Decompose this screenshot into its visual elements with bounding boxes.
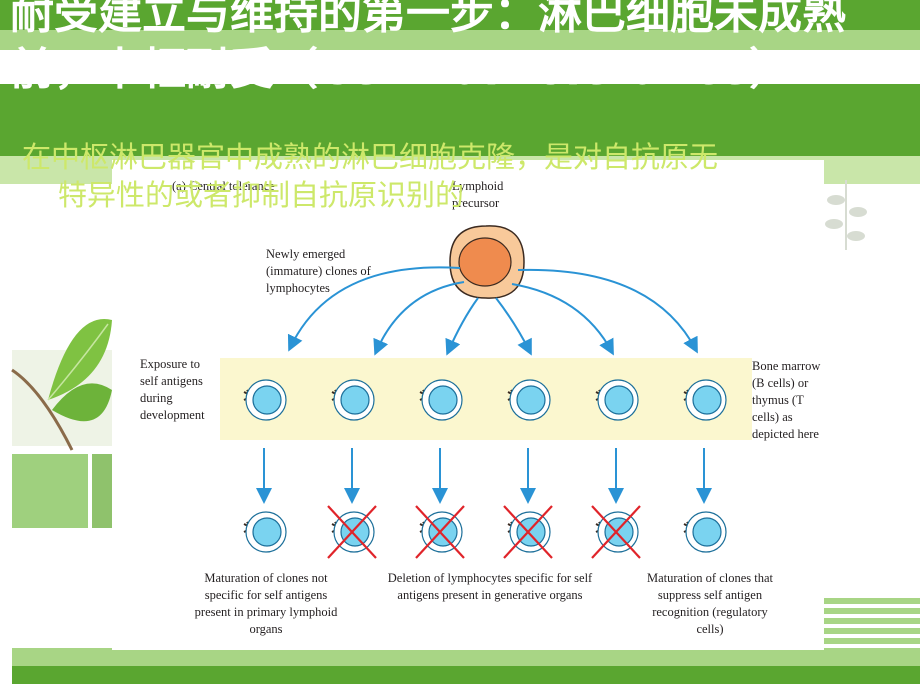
slide-title: 耐受建立与维持的第一步：淋巴细胞未成熟前，中枢耐受（Central tolera… [10,0,846,95]
deletion-cross-5 [591,505,641,559]
immature-clone-5 [595,379,639,421]
immature-clone-2 [331,379,375,421]
immature-clone-4 [507,379,551,421]
top-green-band [0,0,920,30]
tolerance-diagram [243,225,727,559]
emerge-arrow-2 [373,281,465,356]
emerge-arrow-1 [287,266,461,352]
bone-marrow-label: Bone marrow (B cells) or thymus (T cells… [752,359,821,441]
bottom-right-stripes [824,598,920,648]
immature-clone-1 [243,379,287,421]
slide-subtitle-line-2: 特异性的或者抑制自抗原识别的 [58,178,465,212]
header-green-band [0,84,920,156]
mature-clone-1 [243,511,287,553]
slide-subtitle-line-1: 在中枢淋巴器官中成熟的淋巴细胞克隆，是对自抗原无 [22,140,719,174]
bottom-green-band [12,648,920,666]
caption-middle: Deletion of lymphocytes specific for sel… [387,571,593,602]
slide-subtitle: 在中枢淋巴器官中成熟的淋巴细胞克隆，是对自抗原无 特异性的或者抑制自抗原识别的 [22,138,892,214]
bottom-green-band-dark [12,666,920,684]
exposure-label: Exposure to self antigens during develop… [140,357,205,422]
emerge-arrow-4 [495,297,532,356]
top-green-band-light [0,30,920,50]
deletion-cross-4 [503,505,553,559]
caption-left: Maturation of clones not specific for se… [194,571,338,636]
clone-layer [243,379,727,559]
left-square-bottom [12,454,88,528]
left-square-bottom-2 [92,454,112,528]
newly-emerged-label: Newly emerged (immature) clones of lymph… [266,247,371,295]
precursor-label: Lymphoid precursor [452,179,504,210]
self-antigen-exposure-band [220,358,752,440]
figure-panel: (a) Central tolerance Lymphoid precursor… [112,160,824,650]
immature-clone-3 [419,379,463,421]
caption-right: Maturation of clones that suppress self … [646,571,773,636]
emerge-arrow-5 [511,283,614,356]
emerge-arrow-6 [517,268,698,354]
immature-clone-6 [683,379,727,421]
deletion-cross-3 [415,505,465,559]
emerge-arrow-3 [445,297,479,356]
lymphoid-precursor-cell [449,225,525,299]
deletion-cross-2 [327,505,377,559]
mature-clone-6 [683,511,727,553]
panel-label: (a) Central tolerance [172,179,275,193]
